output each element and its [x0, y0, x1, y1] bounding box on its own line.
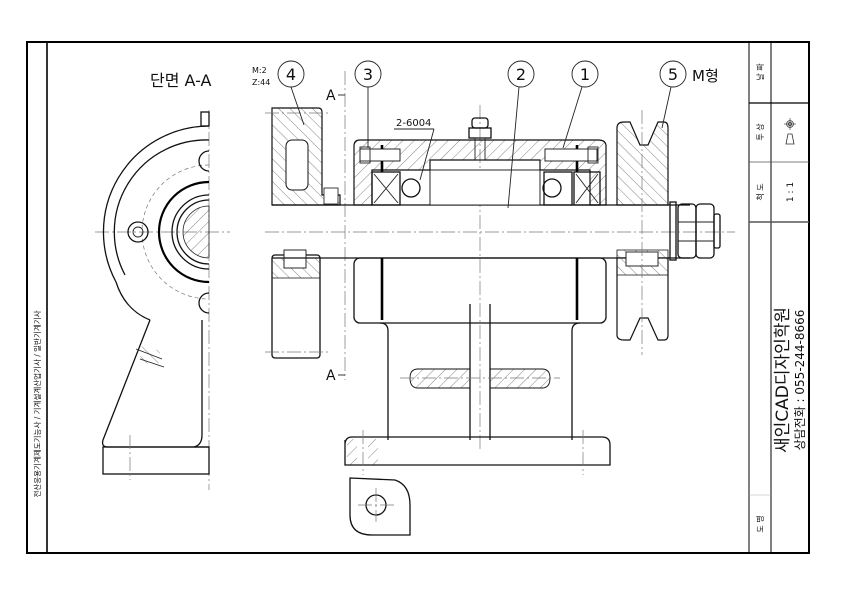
balloon-3: 3 — [354, 60, 382, 148]
scale-value: 1 : 1 — [786, 182, 796, 202]
balloon-5: 5 — [659, 60, 687, 129]
academy-name: 새인CAD디자인학원 — [773, 307, 793, 453]
bearing-covers — [359, 146, 599, 164]
third-angle-projection-icon — [784, 118, 796, 145]
v-pulley-part-5 — [616, 110, 669, 355]
drawing-frame — [26, 41, 810, 554]
gear-teeth-label: Z:44 — [252, 78, 270, 87]
spur-gear-part-4 — [265, 107, 341, 359]
section-marker-bottom: A — [326, 368, 336, 384]
date-label: 날 짜 — [755, 63, 765, 81]
certification-strip-text: 전산응용기계제도기능사 / 기계설계산업기사 / 일반기계기사 — [32, 310, 42, 497]
svg-text:2-6004: 2-6004 — [396, 118, 431, 129]
svg-text:3: 3 — [363, 65, 373, 84]
contact-phone: 상담전화 : 055-244-8666 — [793, 310, 807, 451]
balloon-1: 1 — [562, 60, 599, 149]
svg-text:2: 2 — [516, 65, 526, 84]
housing-part-2 — [344, 139, 611, 475]
svg-text:5: 5 — [668, 65, 678, 84]
balloon-2: 2 — [507, 60, 535, 209]
projection-label: 투 상 — [755, 123, 765, 141]
hex-nuts — [669, 201, 721, 261]
side-view — [95, 110, 230, 490]
drawing-name-label: 도 명 — [755, 515, 765, 532]
section-title: 단면 A-A — [150, 71, 212, 90]
svg-text:4: 4 — [286, 65, 296, 84]
title-block: 날 짜 투 상 척 도 1 : 1 도 명 새인CAD디자인학원 상담전화 : … — [755, 63, 807, 533]
svg-text:1: 1 — [580, 65, 590, 84]
belt-type-label: M형 — [692, 67, 719, 85]
base-detail-view — [349, 477, 411, 536]
ball-bearings — [371, 171, 601, 206]
section-marker-top: A — [326, 88, 336, 104]
balloons: 4 3 2 1 5 M형 — [277, 60, 719, 209]
balloon-4: 4 — [277, 60, 305, 126]
grease-nipple — [468, 117, 492, 161]
gear-module-label: M:2 — [252, 66, 267, 75]
scale-label: 척 도 — [756, 183, 765, 200]
bearing-callout: 2-6004 — [394, 118, 435, 181]
